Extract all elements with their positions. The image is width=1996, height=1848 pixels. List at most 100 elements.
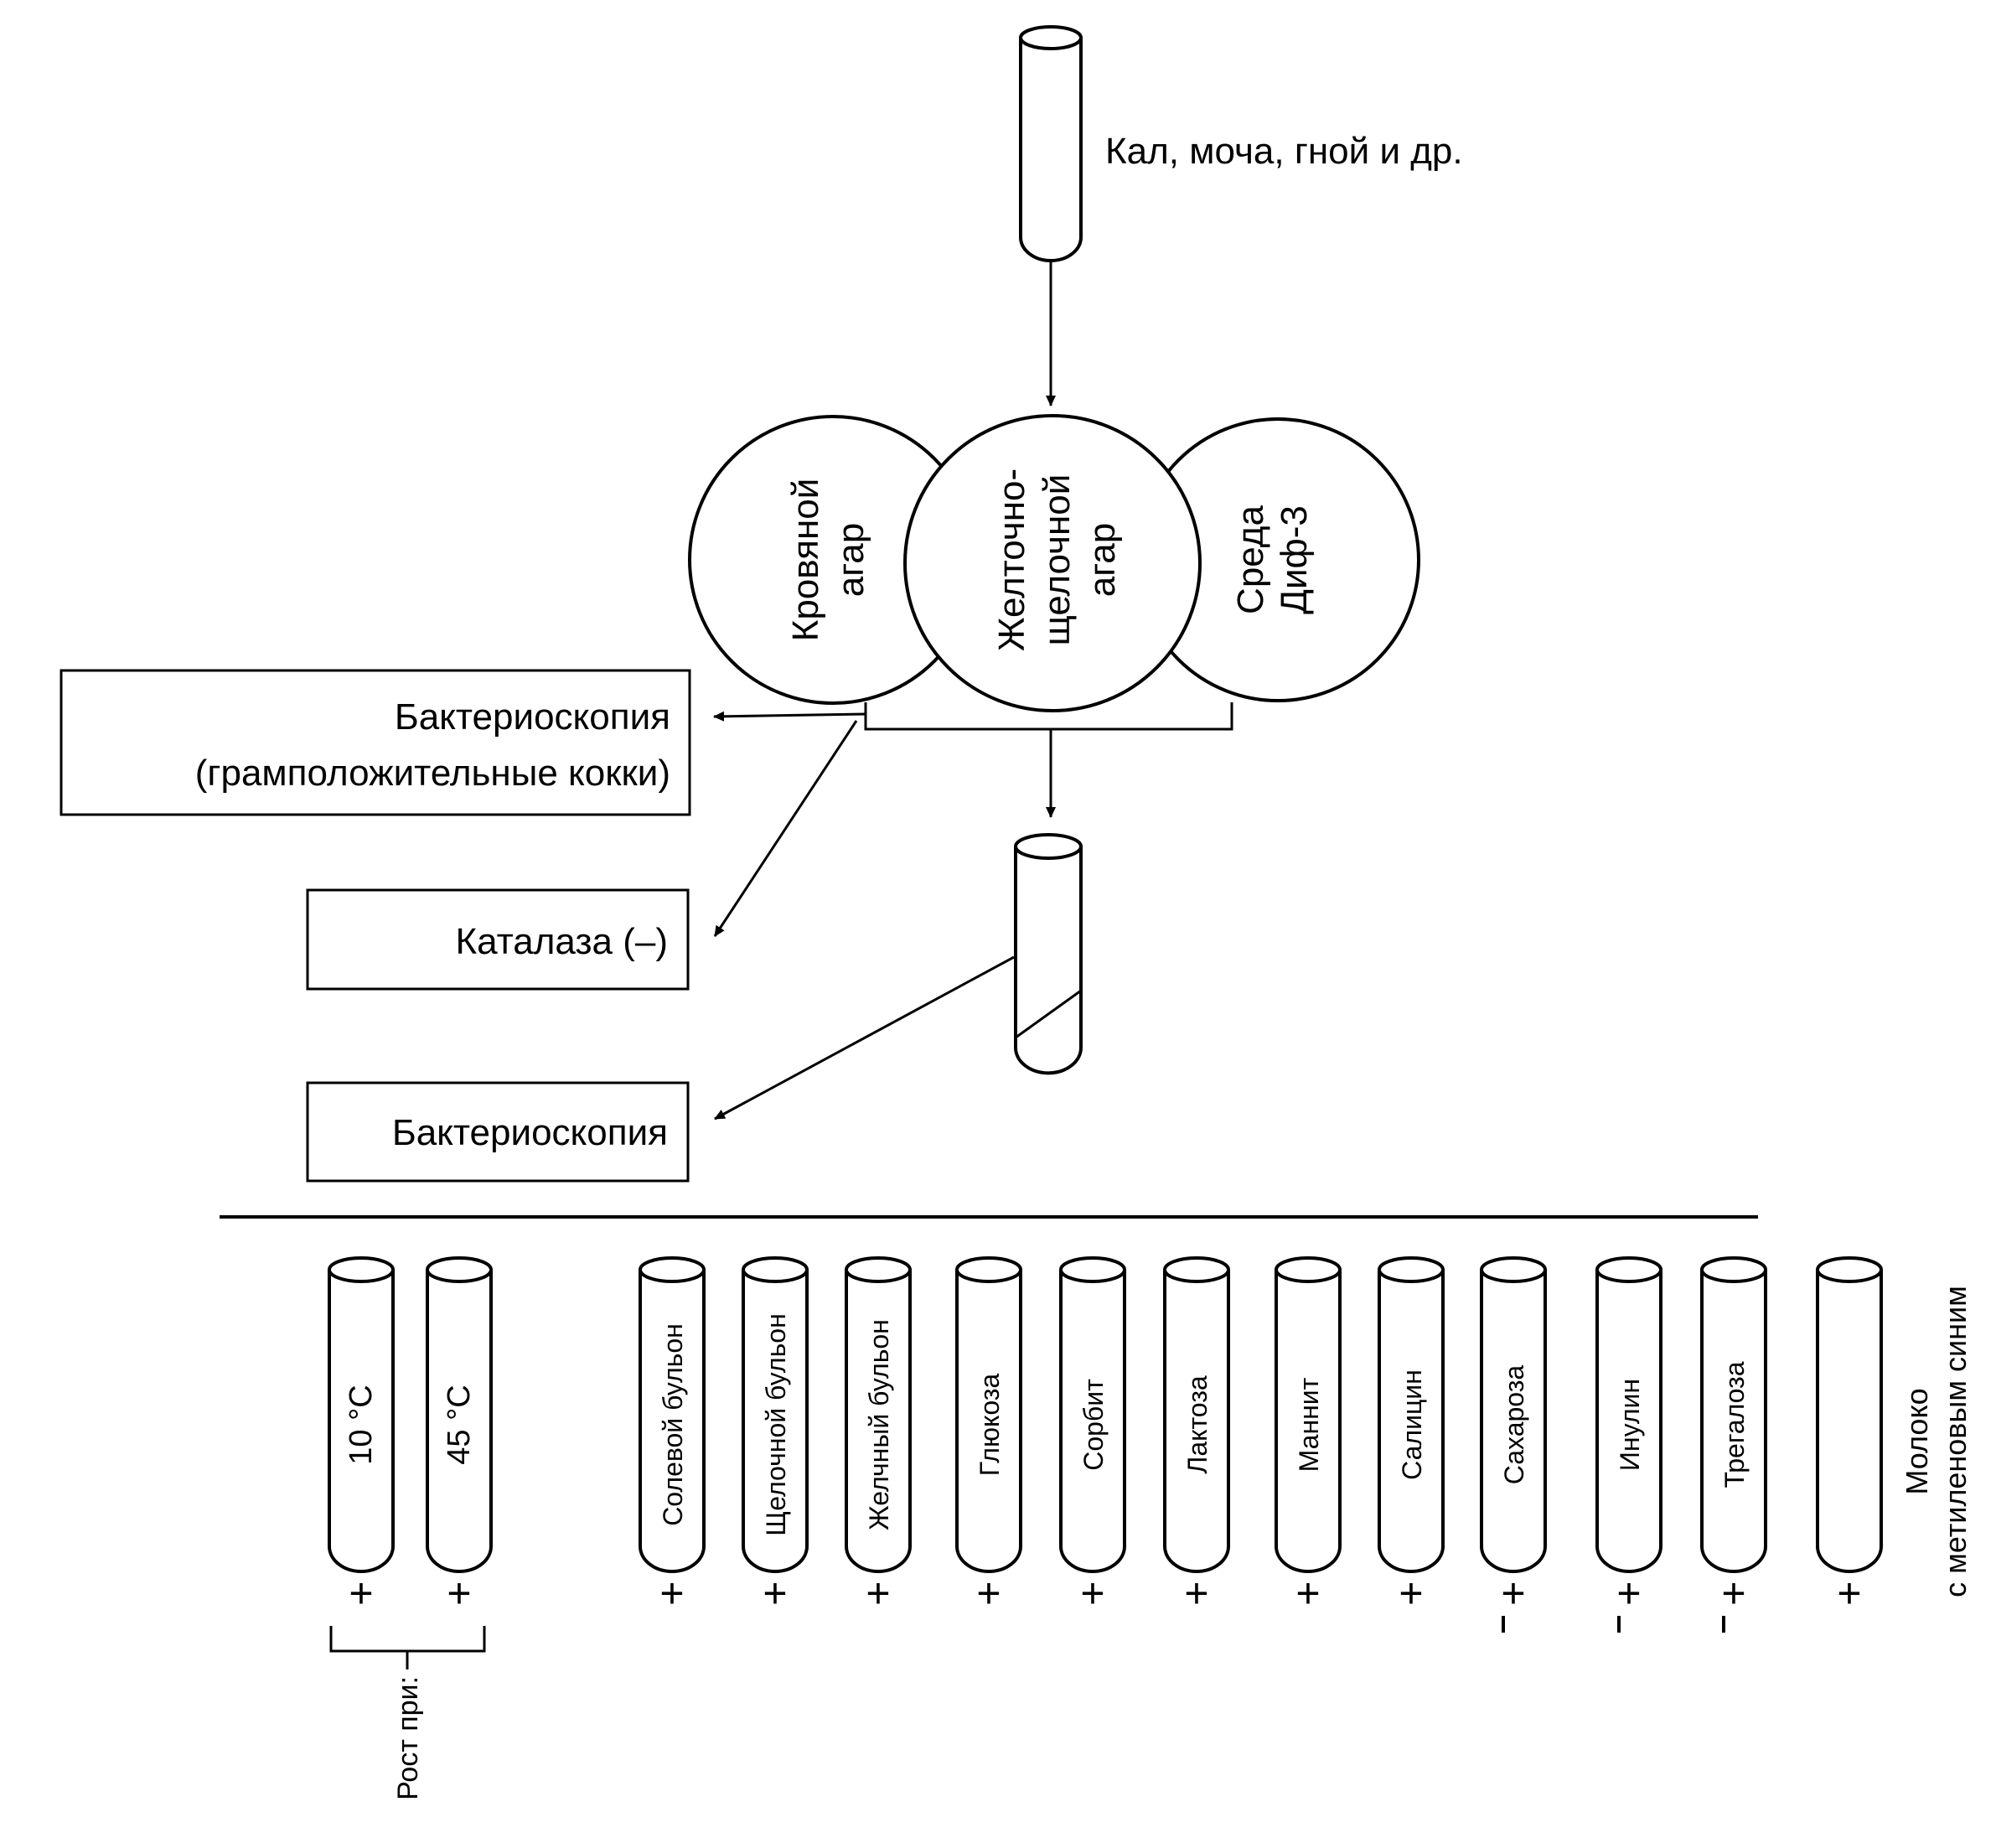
- test-tube-label: 45 °C: [442, 1385, 477, 1464]
- test-tube: 10 °C +: [328, 1256, 395, 1617]
- test-tube-label: Маннит: [1294, 1377, 1324, 1472]
- test-tube-label: Сахароза: [1499, 1365, 1529, 1485]
- test-result: +: [1080, 1570, 1104, 1617]
- sample-label: Кал, моча, гной и др.: [1105, 131, 1463, 172]
- test-tube-label: Салицин: [1397, 1369, 1427, 1480]
- test-tube-body: [1059, 1270, 1126, 1573]
- growth-bracket: [329, 1626, 486, 1653]
- arrow-to-catalase: [713, 720, 858, 937]
- test-tube-rim: [955, 1256, 1022, 1283]
- box-bacterioscopy-text: Бактериоскопия: [392, 1112, 668, 1153]
- test-tube: Сахароза +: [1480, 1256, 1547, 1633]
- test-tube-label: Сорбит: [1078, 1379, 1109, 1471]
- test-result: +: [349, 1570, 373, 1617]
- test-result: +: [1184, 1570, 1208, 1617]
- milk-label: Молоко с метиленовым синим: [1900, 1286, 1973, 1597]
- test-result: +: [1501, 1570, 1525, 1617]
- plate-label-yolk-line2: щелочной: [1037, 474, 1078, 646]
- test-result: +: [659, 1570, 684, 1617]
- test-tube: Салицин +: [1378, 1256, 1445, 1617]
- test-tube-body: [1700, 1270, 1767, 1573]
- test-tube: Маннит +: [1275, 1256, 1342, 1617]
- test-tube-label: Трегалоза: [1719, 1361, 1750, 1488]
- test-result: +: [1295, 1570, 1320, 1617]
- test-tube-body: [1275, 1270, 1342, 1573]
- arrow-to-bacterioscopy-cocci: [713, 711, 866, 722]
- growth-label: Рост при:: [392, 1676, 424, 1800]
- test-result: +: [1616, 1570, 1641, 1617]
- test-tube-body: [1163, 1270, 1230, 1573]
- test-tube-body: [1816, 1270, 1883, 1573]
- test-tube-rim: [1700, 1256, 1767, 1283]
- test-result: +: [976, 1570, 1001, 1617]
- test-result: +: [1399, 1570, 1423, 1617]
- test-tube-rim: [328, 1256, 395, 1283]
- test-tube-body: [955, 1270, 1022, 1573]
- box-bacterioscopy-cocci-line1: Бактериоскопия: [395, 696, 670, 738]
- test-tube: 45 °C +: [426, 1256, 493, 1617]
- test-tube-rim: [1480, 1256, 1547, 1283]
- box-catalase: Каталаза (–): [306, 888, 690, 991]
- plate-label-blood-line2: агар: [830, 523, 871, 598]
- test-tube: Щелочной бульон +: [742, 1256, 809, 1617]
- test-tube: Инулин +: [1595, 1256, 1662, 1633]
- test-tube-rim: [1816, 1256, 1883, 1283]
- test-tube-body: [1480, 1270, 1547, 1573]
- test-tube-label: 10 °C: [344, 1385, 379, 1464]
- test-tube: Трегалоза +: [1700, 1256, 1767, 1633]
- test-result: +: [447, 1570, 471, 1617]
- test-result: +: [763, 1570, 787, 1617]
- plate-yolk-alkaline-agar: [903, 414, 1202, 712]
- plate-label-dif3-line1: Среда: [1230, 505, 1271, 614]
- test-tube-label: Щелочной бульон: [761, 1313, 791, 1536]
- box-bacterioscopy-cocci-line2: (грамположительные кокки): [195, 753, 670, 794]
- test-tube: Глюкоза +: [955, 1256, 1022, 1617]
- plate-label-blood: Кровяной агар: [785, 479, 871, 642]
- test-tube-body: [845, 1270, 912, 1573]
- box-bacterioscopy-cocci: Бактериоскопия (грамположительные кокки): [59, 669, 691, 816]
- test-tube: Лактоза +: [1163, 1256, 1230, 1617]
- plate-label-dif3: Среда Диф-3: [1230, 505, 1315, 614]
- test-tube-rim: [1163, 1256, 1230, 1283]
- test-tube-body: [426, 1270, 493, 1573]
- box-bacterioscopy: Бактериоскопия: [306, 1081, 690, 1183]
- plate-label-yolk-line1: Желточно-: [991, 468, 1032, 651]
- test-tube-rim: [639, 1256, 706, 1283]
- plates: [688, 414, 1420, 712]
- plate-label-yolk: Желточно- щелочной агар: [991, 468, 1123, 651]
- test-tube-rim: [1275, 1256, 1342, 1283]
- test-tube-rim: [845, 1256, 912, 1283]
- test-tube-body: [742, 1270, 809, 1573]
- test-tube-body: [639, 1270, 706, 1573]
- arrow-to-bacterioscopy: [714, 955, 1015, 1121]
- test-tube-rim: [1595, 1256, 1662, 1283]
- test-tubes: 10 °C+45 °C+Солевой бульон+Щелочной буль…: [328, 1256, 1883, 1633]
- plate-label-dif3-line2: Диф-3: [1274, 505, 1315, 614]
- test-tube-label: Инулин: [1615, 1379, 1645, 1471]
- test-tube-label: Солевой бульон: [658, 1323, 688, 1526]
- milk-label-line2: с метиленовым синим: [1938, 1286, 1973, 1597]
- test-tube: Желчный бульон+: [845, 1256, 912, 1617]
- test-tube: Сорбит +: [1059, 1256, 1126, 1617]
- test-tube: Солевой бульон +: [639, 1256, 706, 1617]
- test-tube-rim: [742, 1256, 809, 1283]
- test-tube-rim: [426, 1256, 493, 1283]
- test-result: +: [1837, 1570, 1861, 1617]
- test-tube-label: Желчный бульон: [864, 1319, 894, 1530]
- test-result: +: [1721, 1570, 1745, 1617]
- test-tube-rim: [1378, 1256, 1445, 1283]
- test-tube-rim: [1059, 1256, 1126, 1283]
- plate-label-blood-line1: Кровяной: [785, 479, 826, 642]
- test-tube-label: Глюкоза: [975, 1374, 1005, 1477]
- milk-label-line1: Молоко: [1900, 1388, 1934, 1494]
- test-tube-body: [1595, 1270, 1662, 1573]
- plates-bracket: [864, 702, 1233, 731]
- test-tube-body: [1378, 1270, 1445, 1573]
- slant-agar-tube: [1014, 833, 1083, 1075]
- box-catalase-text: Каталаза (–): [455, 921, 668, 962]
- test-tube-label: Лактоза: [1182, 1375, 1213, 1474]
- sample-tube: [1019, 25, 1083, 262]
- plate-label-yolk-line3: агар: [1082, 523, 1123, 598]
